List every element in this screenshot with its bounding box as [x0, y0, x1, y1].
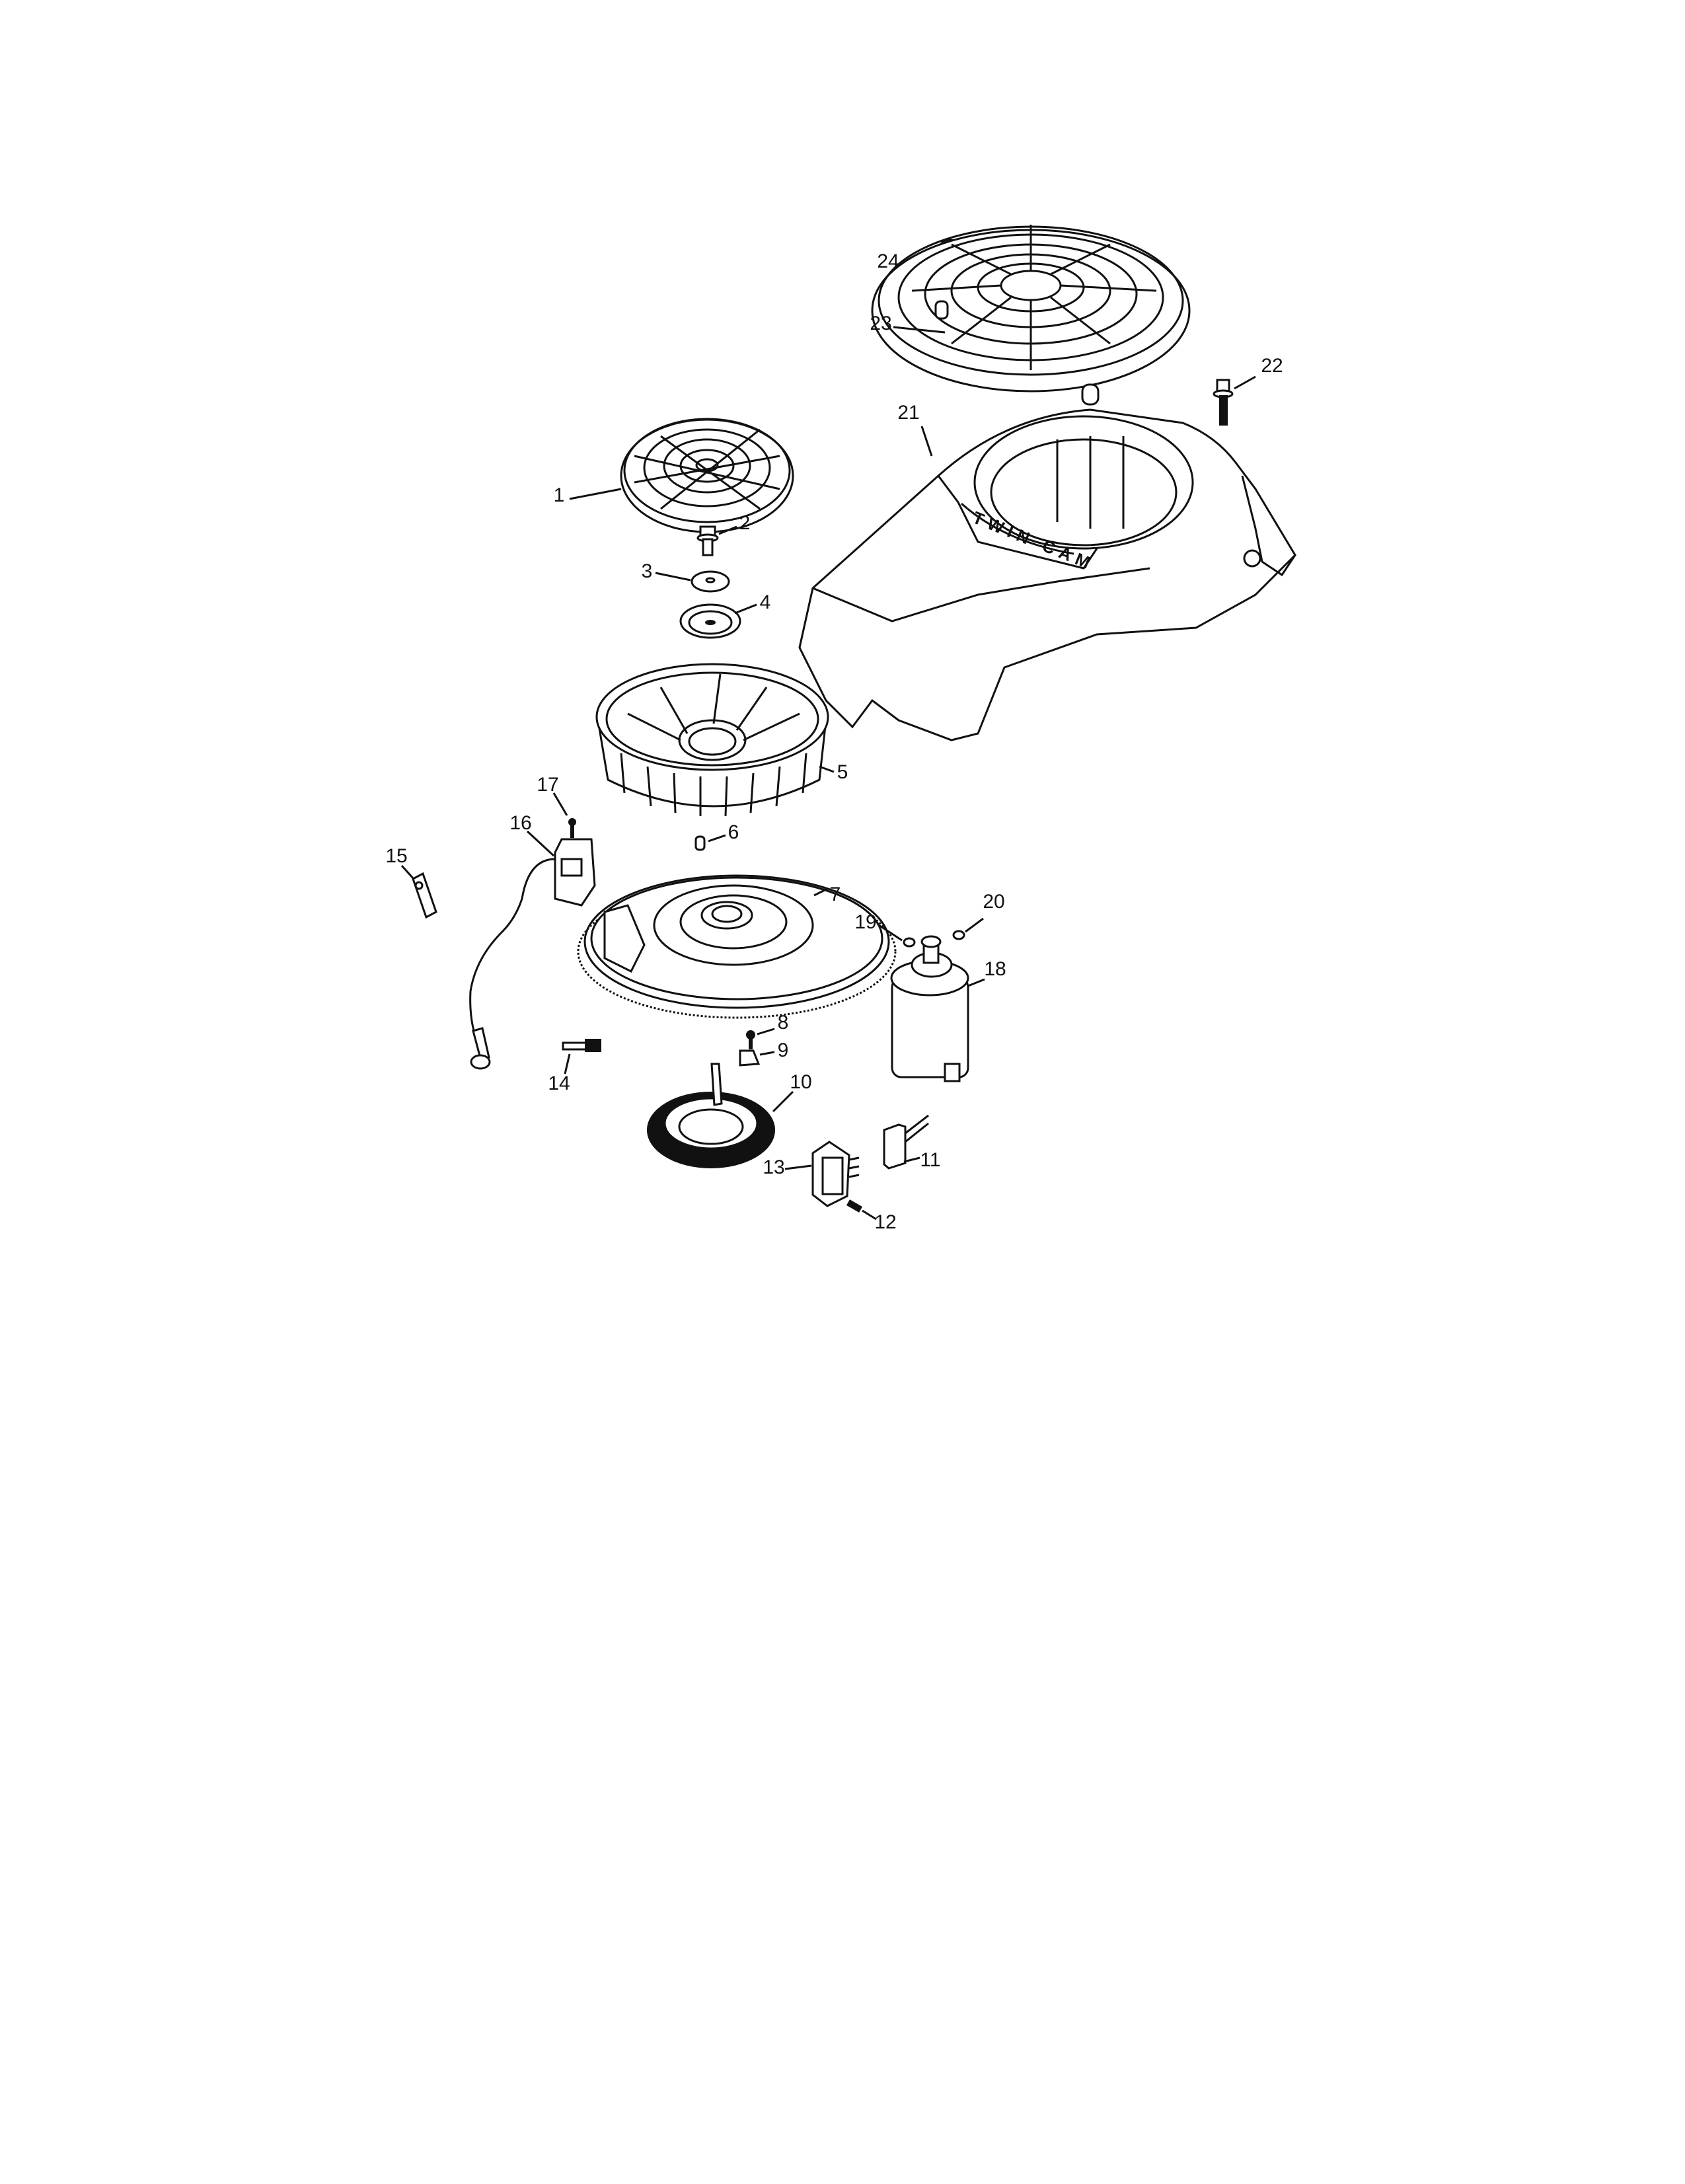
callout-12: 12: [874, 1211, 897, 1233]
ignition-module-16-icon: [469, 830, 596, 1070]
blower-housing-icon: TWIN CAM: [798, 408, 1296, 741]
callout-22: 22: [1261, 355, 1283, 377]
screw-12-icon: [846, 1199, 877, 1221]
flywheel-key-6-icon: [694, 834, 726, 851]
spark-plug-14-icon: [562, 1039, 601, 1074]
stator-10-icon: [647, 1063, 794, 1168]
callout-3: 3: [641, 560, 653, 582]
callout-19: 19: [854, 911, 877, 933]
callout-20: 20: [983, 891, 1005, 913]
nut-19-icon: [878, 924, 916, 948]
callout-6: 6: [728, 821, 739, 843]
rotating-screen-icon: [569, 418, 794, 533]
callout-18: 18: [984, 958, 1006, 980]
callout-5: 5: [837, 761, 848, 783]
rectifier-13-icon: [784, 1141, 860, 1207]
callout-9: 9: [777, 1039, 789, 1061]
callout-15: 15: [385, 845, 408, 867]
flywheel-7-icon: [577, 874, 897, 1019]
callout-16: 16: [509, 812, 532, 834]
fan-5-icon: [595, 663, 835, 817]
callout-14: 14: [548, 1073, 570, 1094]
screen-adapter-4-icon: [679, 603, 757, 639]
callout-10: 10: [790, 1071, 812, 1093]
callout-23: 23: [870, 313, 892, 334]
washer-3-icon: [655, 570, 730, 593]
callout-1: 1: [553, 484, 565, 506]
callout-8: 8: [777, 1012, 789, 1034]
screw-17-icon: [552, 792, 576, 838]
callout-7: 7: [829, 884, 841, 905]
air-intake-screen-icon: [871, 225, 1191, 406]
callout-2: 2: [739, 512, 751, 534]
callout-13: 13: [763, 1156, 785, 1178]
callout-4: 4: [759, 591, 771, 613]
connector-11-icon: [883, 1114, 929, 1170]
callout-24: 24: [877, 250, 899, 272]
bolt-2-icon: [696, 525, 737, 556]
screw-8-icon: [746, 1028, 775, 1049]
starter-motor-18-icon: [890, 935, 985, 1082]
clamp-9-icon: [739, 1049, 775, 1067]
callout-11: 11: [920, 1149, 941, 1171]
bolt-22-icon: [1213, 375, 1256, 426]
nut-20-icon: [952, 917, 984, 940]
callout-17: 17: [537, 774, 559, 796]
wire-clip-15-icon: [400, 864, 437, 919]
callout-21: 21: [897, 402, 920, 424]
